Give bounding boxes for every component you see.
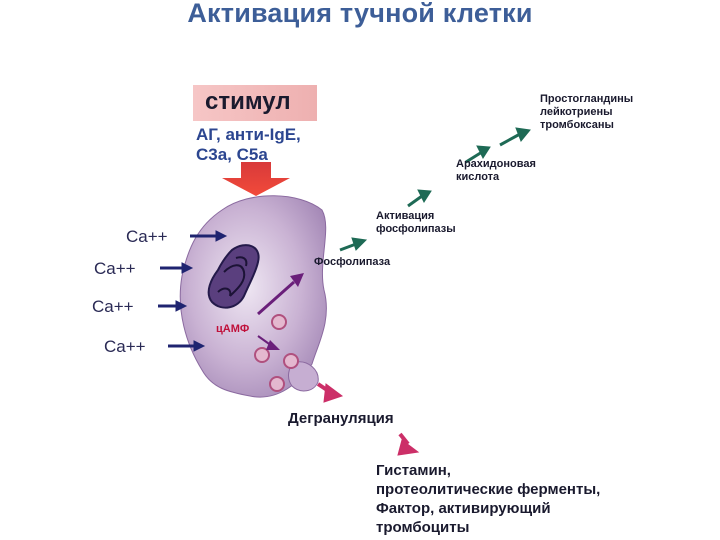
arachidonic-label: Арахидоновая кислота (456, 158, 536, 184)
page-title: Активация тучной клетки (187, 0, 533, 28)
stimulus-line-2: С3а, С5а (196, 145, 268, 164)
calcium-arrows (158, 230, 228, 352)
stimulus-label: стимул (205, 88, 291, 115)
mast-cell (179, 195, 327, 398)
degranulation-label: Дегрануляция (288, 410, 394, 427)
degranulation-arrows (316, 382, 420, 456)
mediators-line-3: Фактор, активирующий (376, 500, 551, 517)
mediators-line-4: тромбоциты (376, 519, 470, 536)
camp-arrows (257, 273, 304, 350)
pathway-arrows (339, 127, 531, 252)
calcium-label-3: Ca++ (92, 297, 134, 316)
stimulus-line-1: АГ, анти-IgE, (196, 125, 301, 144)
camp-label: цАМФ (216, 323, 250, 335)
products-line-1: Простогландины (540, 93, 634, 105)
products-label: Простогландины лейкотриены тромбоксаны (540, 93, 633, 132)
nucleus-chromatin (217, 256, 248, 297)
mediators-line-2: протеолитические ферменты, (376, 481, 601, 498)
mediators-label: Гистамин, протеолитические ферменты, Фак… (376, 461, 600, 537)
calcium-label-2: Ca++ (94, 259, 136, 278)
activation-label: Активация фосфолипазы (376, 210, 456, 236)
calcium-label-4: Ca++ (104, 337, 146, 356)
granules (254, 314, 299, 392)
activation-line-1: Активация (376, 210, 435, 222)
calcium-label-1: Ca++ (126, 227, 168, 246)
arachidonic-line-2: кислота (456, 171, 500, 183)
cell-bud (288, 361, 319, 392)
activation-line-2: фосфолипазы (376, 223, 456, 235)
arachidonic-line-1: Арахидоновая (456, 158, 536, 170)
phospholipase-label: Фосфолипаза (314, 256, 391, 268)
stimulus-box (193, 85, 317, 121)
products-line-2: лейкотриены (540, 106, 613, 118)
stimulus-arrow (222, 162, 290, 196)
products-line-3: тромбоксаны (540, 119, 614, 131)
mediators-line-1: Гистамин, (376, 462, 451, 479)
